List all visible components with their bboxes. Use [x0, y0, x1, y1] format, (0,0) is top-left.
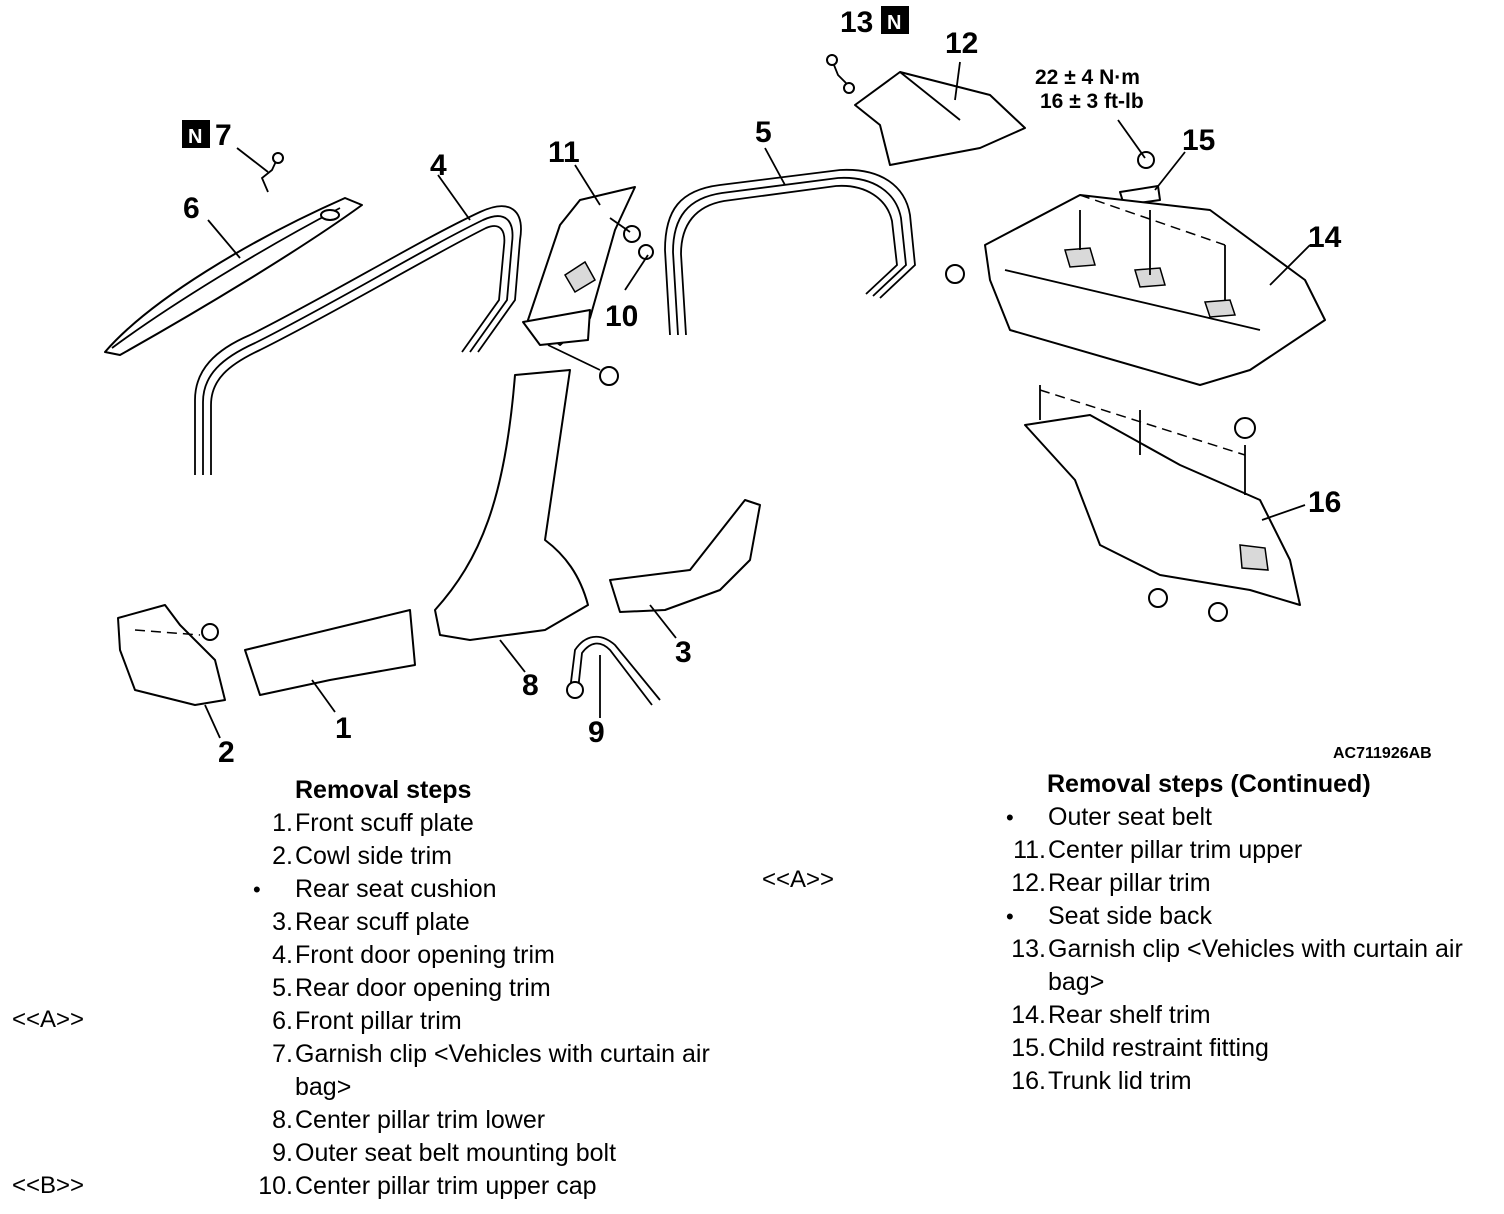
callout-10: 10 — [605, 300, 638, 333]
step-text: Front pillar trim — [295, 1007, 462, 1035]
step-number: 1. — [272, 809, 293, 837]
service-ref-a-left: <<A>> — [12, 1006, 85, 1033]
step-number: 13. — [1011, 935, 1046, 963]
callout-15: 15 — [1182, 124, 1215, 157]
step-text: Child restraint fitting — [1048, 1034, 1269, 1062]
service-ref-b: <<B>> — [12, 1172, 85, 1199]
step-number: 7. — [272, 1040, 293, 1068]
step-number: 15. — [1011, 1034, 1046, 1062]
step-bullet: • — [1006, 904, 1014, 929]
step-text: Rear pillar trim — [1048, 869, 1211, 897]
part-rear-pillar-trim — [854, 71, 1026, 166]
part-child-restraint-fitting — [1119, 151, 1161, 206]
callout-11: 11 — [548, 136, 580, 169]
service-ref-a-right: <<A>> — [762, 866, 835, 893]
step-text: Rear scuff plate — [295, 908, 470, 936]
step-text: Center pillar trim lower — [295, 1106, 546, 1134]
step-bullet: • — [253, 877, 261, 902]
removal-steps-continued-list: Removal steps (Continued) • Outer seat be… — [1000, 768, 1500, 1098]
part-garnish-clip-rear — [826, 54, 855, 94]
callout-5: 5 — [755, 116, 772, 149]
step-text: Trunk lid trim — [1048, 1067, 1192, 1095]
new-part-mark-label: N — [887, 12, 901, 34]
step-number: 8. — [272, 1106, 293, 1134]
part-front-door-opening-trim — [194, 205, 522, 475]
step-text: Garnish clip <Vehicles with curtain air … — [295, 1040, 710, 1101]
step-number: 3. — [272, 908, 293, 936]
step-text: Rear shelf trim — [1048, 1001, 1211, 1029]
part-trunk-lid-trim — [1024, 385, 1301, 622]
step-number: 11. — [1013, 836, 1046, 864]
step-number: 4. — [272, 941, 293, 969]
part-cowl-side-trim — [117, 604, 226, 706]
callout-3: 3 — [675, 636, 692, 669]
step-text: Outer seat belt mounting bolt — [295, 1139, 617, 1167]
callout-14: 14 — [1308, 221, 1342, 254]
removal-steps-heading: Removal steps — [295, 776, 472, 804]
callout-16: 16 — [1308, 486, 1341, 519]
callout-4: 4 — [430, 149, 447, 182]
exploded-parts-diagram: 1 2 3 4 5 6 7 8 9 10 11 12 13 14 15 16 N… — [104, 6, 1432, 769]
part-center-pillar-trim-lower — [434, 369, 589, 641]
part-outer-seat-belt-bolt — [566, 636, 661, 706]
step-number: 2. — [272, 842, 293, 870]
step-number: 16. — [1011, 1067, 1046, 1095]
step-text: Front door opening trim — [295, 941, 555, 969]
step-number: 9. — [272, 1139, 293, 1167]
part-rear-door-opening-trim — [664, 169, 916, 336]
callout-13: 13 — [840, 6, 873, 39]
callout-7: 7 — [215, 119, 232, 152]
step-text: Garnish clip <Vehicles with curtain air … — [1048, 935, 1463, 996]
step-number: 14. — [1011, 1001, 1046, 1029]
torque-spec-ftlb: 16 ± 3 ft-lb — [1040, 90, 1144, 113]
step-text: Seat side back — [1048, 902, 1212, 930]
new-part-mark-7: N — [182, 120, 210, 148]
callout-8: 8 — [522, 669, 539, 702]
new-part-mark-13: N — [881, 6, 909, 34]
step-text: Center pillar trim upper cap — [295, 1172, 597, 1200]
step-text: Front scuff plate — [295, 809, 474, 837]
part-front-scuff-plate — [244, 609, 416, 696]
part-bolt — [547, 344, 619, 386]
step-text: Outer seat belt — [1048, 803, 1212, 831]
removal-steps-continued-heading: Removal steps (Continued) — [1047, 770, 1371, 798]
part-front-pillar-trim — [104, 197, 363, 356]
callout-6: 6 — [183, 192, 200, 225]
step-number: 6. — [272, 1007, 293, 1035]
leader-lines — [204, 61, 1311, 739]
new-part-mark-label: N — [188, 126, 202, 148]
part-garnish-clip-front — [260, 152, 284, 193]
step-text: Rear seat cushion — [295, 875, 497, 903]
step-text: Rear door opening trim — [295, 974, 551, 1002]
step-number: 12. — [1011, 869, 1046, 897]
step-text: Center pillar trim upper — [1048, 836, 1303, 864]
step-number: 10. — [258, 1172, 293, 1200]
part-rear-scuff-plate — [609, 499, 761, 613]
callout-12: 12 — [945, 27, 978, 60]
removal-steps-list: Removal steps 1.Front scuff plate 2.Cowl… — [247, 774, 747, 1203]
callout-9: 9 — [588, 716, 605, 749]
figure-code: AC711926AB — [1333, 745, 1432, 762]
callout-1: 1 — [335, 712, 352, 745]
step-text: Cowl side trim — [295, 842, 452, 870]
callout-2: 2 — [218, 736, 235, 769]
torque-spec-nm: 22 ± 4 N·m — [1035, 66, 1140, 89]
step-bullet: • — [1006, 805, 1014, 830]
step-number: 5. — [272, 974, 293, 1002]
part-rear-shelf-trim — [945, 194, 1326, 386]
part-center-pillar-trim-upper — [522, 186, 636, 346]
